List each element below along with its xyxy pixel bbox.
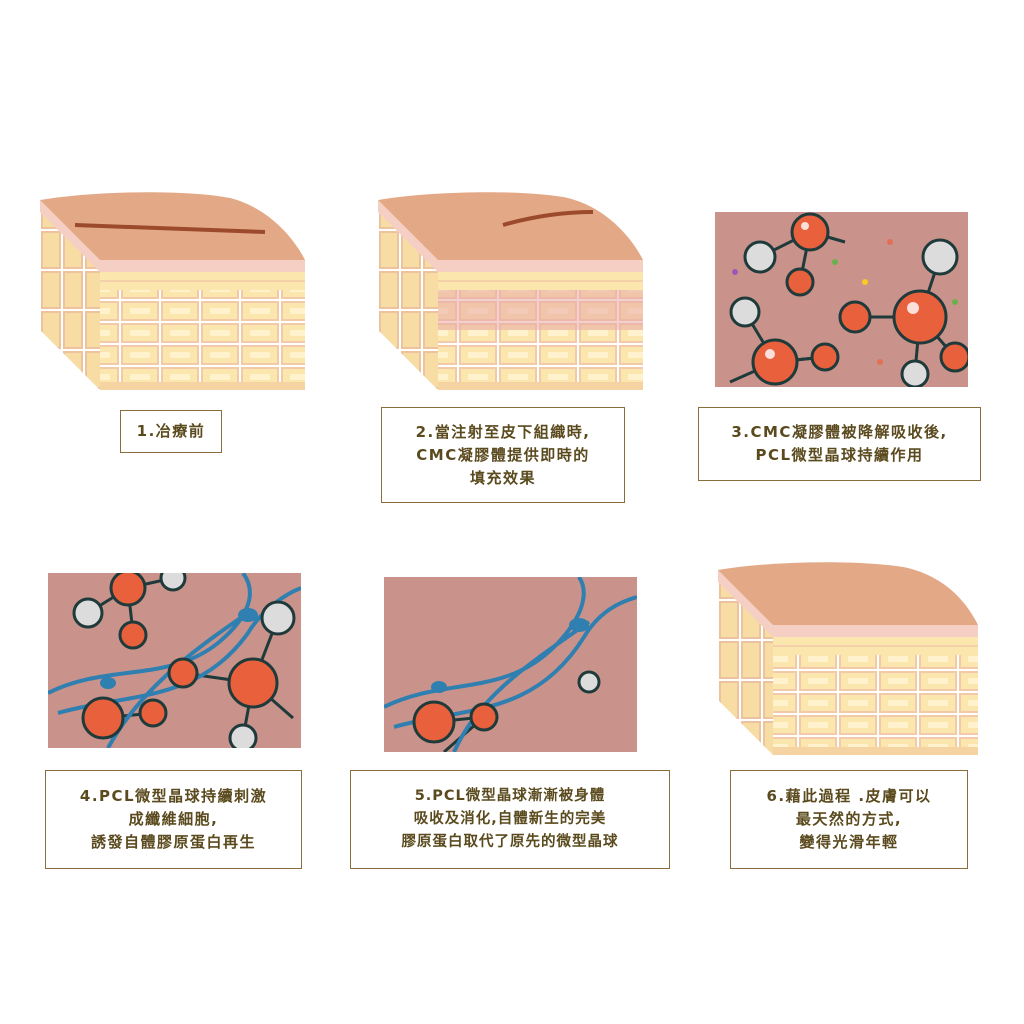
step-2-line-1: 2.當注射至皮下組織時, <box>415 422 591 441</box>
step-2-line-2: CMC凝膠體提供即時的 <box>416 445 590 464</box>
step-6-line-2: 最天然的方式, <box>795 810 903 828</box>
step-4-line-3: 誘發自體膠原蛋白再生 <box>90 833 256 851</box>
step-2-caption: 2.當注射至皮下組織時, CMC凝膠體提供即時的 填充效果 <box>381 407 625 503</box>
step-3-caption: 3.CMC凝膠體被降解吸收後, PCL微型晶球持續作用 <box>698 407 981 481</box>
step-4-caption: 4.PCL微型晶球持續刺激 成纖維細胞, 誘發自體膠原蛋白再生 <box>45 770 302 869</box>
step-3-line-2: PCL微型晶球持續作用 <box>755 446 924 464</box>
step-4-line-2: 成纖維細胞, <box>128 810 219 828</box>
step-1-line-1: 1.冶療前 <box>136 422 206 440</box>
step-1-caption: 1.冶療前 <box>120 410 222 453</box>
skin-block-before <box>40 190 310 390</box>
step-3-line-1: 3.CMC凝膠體被降解吸收後, <box>731 423 948 441</box>
step-5-caption: 5.PCL微型晶球漸漸被身體 吸收及消化,自體新生的完美 膠原蛋白取代了原先的微… <box>350 770 670 869</box>
pcl-microspheres-panel <box>715 212 968 387</box>
collagen-regeneration-panel <box>384 577 637 752</box>
step-6-line-1: 6.藉此過程 .皮膚可以 <box>766 787 932 805</box>
step-5-line-2: 吸收及消化,自體新生的完美 <box>413 811 607 827</box>
step-5-line-1: 5.PCL微型晶球漸漸被身體 <box>414 788 606 804</box>
step-4-line-1: 4.PCL微型晶球持續刺激 <box>79 787 268 805</box>
step-5-line-3: 膠原蛋白取代了原先的微型晶球 <box>401 834 619 850</box>
step-2-line-3: 填充效果 <box>469 468 536 487</box>
skin-block-smooth <box>718 560 980 755</box>
step-6-line-3: 變得光滑年輕 <box>799 833 899 851</box>
fibroblast-stimulation-panel <box>48 573 301 748</box>
skin-block-filled <box>378 190 648 390</box>
step-6-caption: 6.藉此過程 .皮膚可以 最天然的方式, 變得光滑年輕 <box>730 770 968 869</box>
